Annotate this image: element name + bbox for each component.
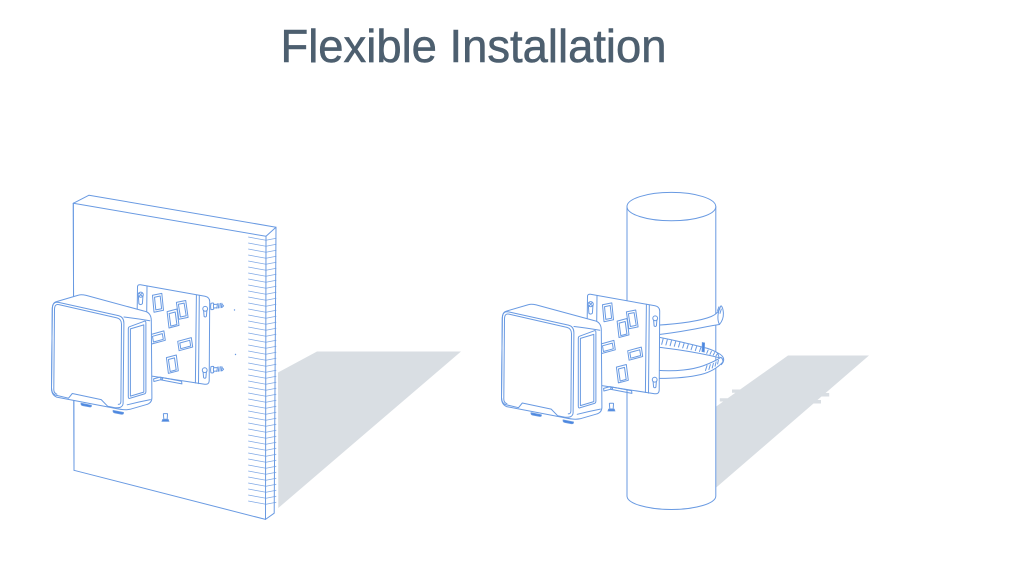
svg-text:Flexible Installation: Flexible Installation — [281, 20, 667, 72]
